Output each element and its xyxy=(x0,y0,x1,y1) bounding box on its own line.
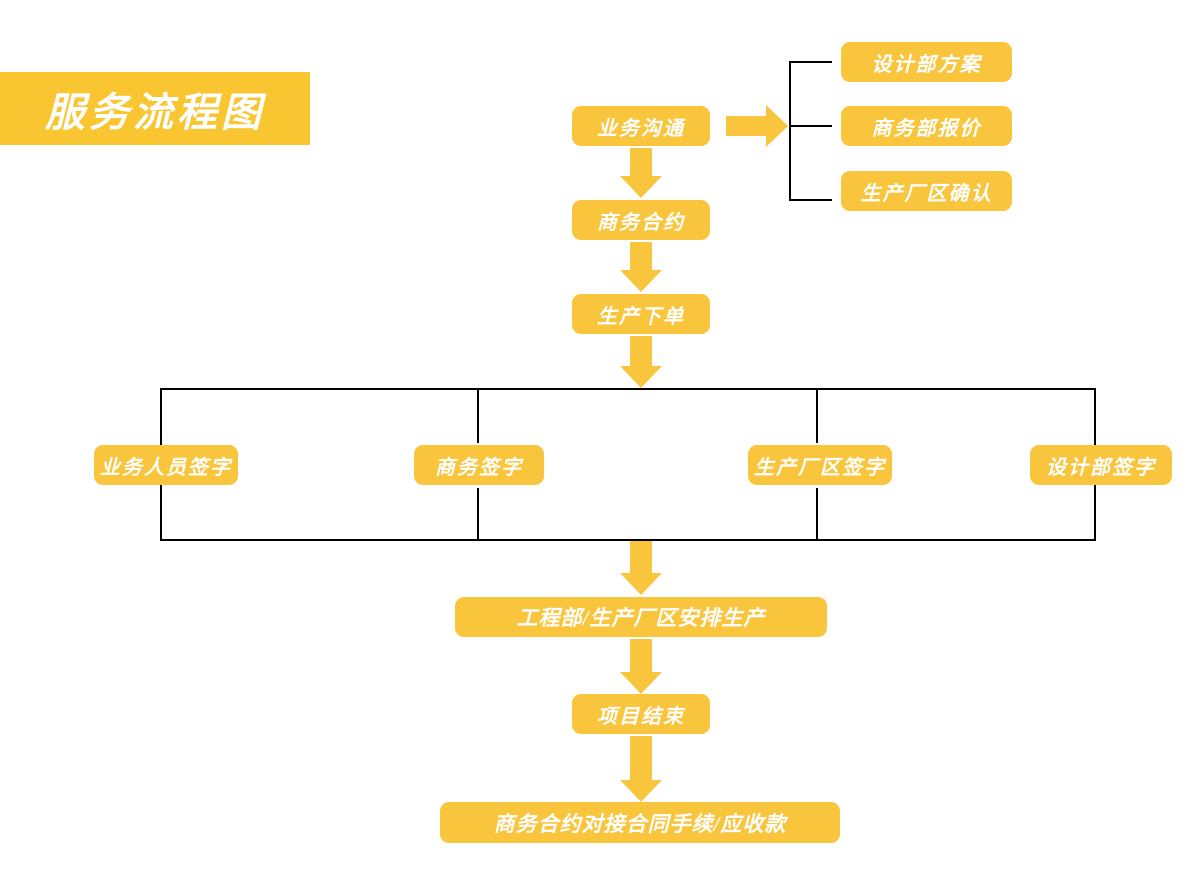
signature-stem-bottom-2 xyxy=(477,488,479,541)
arrow-end-to-settlement xyxy=(619,736,663,802)
node-design-sign[interactable]: 设计部签字 xyxy=(1030,445,1172,485)
node-factory-confirm[interactable]: 生产厂区确认 xyxy=(841,171,1012,211)
node-project-end[interactable]: 项目结束 xyxy=(572,694,710,734)
branch-stub-1 xyxy=(789,61,832,63)
branch-bracket-spine xyxy=(789,61,791,201)
signature-stem-top-2 xyxy=(477,388,479,443)
branch-stub-3 xyxy=(789,199,832,201)
node-order[interactable]: 生产下单 xyxy=(572,294,710,334)
signature-rail-bottom xyxy=(160,539,1096,541)
arrow-right-to-branch xyxy=(726,105,788,147)
node-start[interactable]: 业务沟通 xyxy=(572,106,710,146)
branch-stub-2 xyxy=(789,125,832,127)
node-arrange-production[interactable]: 工程部/生产厂区安排生产 xyxy=(455,597,827,637)
node-design-plan[interactable]: 设计部方案 xyxy=(841,42,1012,82)
arrow-contract-to-order xyxy=(619,242,663,292)
arrow-start-to-contract xyxy=(619,148,663,198)
node-business-quote[interactable]: 商务部报价 xyxy=(841,106,1012,146)
node-factory-sign[interactable]: 生产厂区签字 xyxy=(748,445,892,485)
node-business-sign[interactable]: 商务签字 xyxy=(414,445,544,485)
arrow-signatures-to-production xyxy=(619,541,663,595)
arrow-order-to-signatures xyxy=(619,336,663,388)
node-settlement[interactable]: 商务合约对接合同手续/应收款 xyxy=(440,802,840,843)
title-banner: 服务流程图 xyxy=(0,72,310,145)
signature-stem-bottom-3 xyxy=(816,488,818,541)
node-sales-sign[interactable]: 业务人员签字 xyxy=(94,445,238,485)
page-title: 服务流程图 xyxy=(45,89,265,135)
node-contract[interactable]: 商务合约 xyxy=(572,200,710,240)
arrow-production-to-end xyxy=(619,639,663,694)
signature-rail-top xyxy=(160,388,1096,390)
signature-stem-top-3 xyxy=(816,388,818,443)
